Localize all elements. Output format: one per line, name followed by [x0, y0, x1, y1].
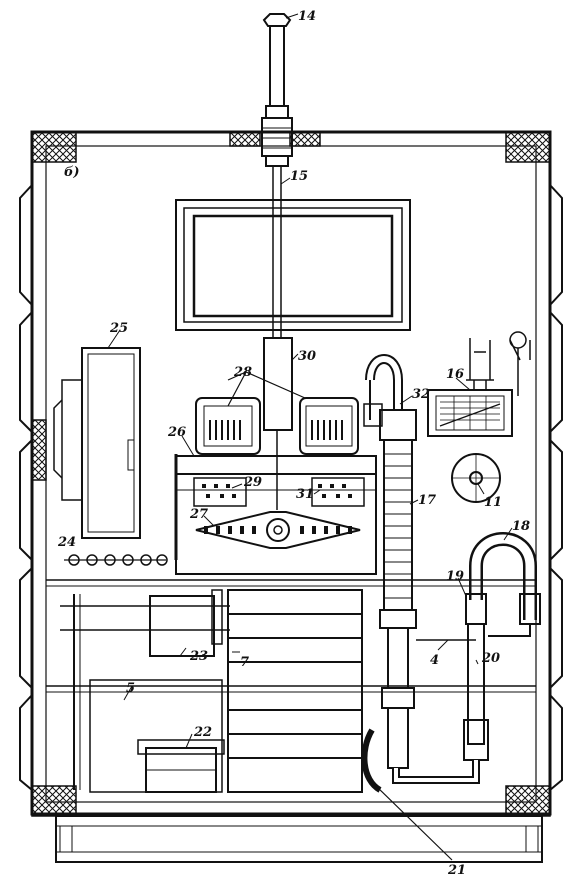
column-17 — [363, 354, 417, 769]
callout-30: 30 — [298, 349, 316, 364]
callout-4: 4 — [430, 653, 439, 668]
callout-27: 27 — [189, 507, 208, 522]
side-hatch-left — [31, 419, 47, 481]
top-hatch-right — [289, 131, 321, 147]
tank-7 — [227, 589, 363, 793]
callout-18: 18 — [512, 519, 530, 534]
callout-29: 29 — [243, 475, 262, 490]
corner-hatch-bottom-left — [31, 785, 77, 817]
callout-19: 19 — [446, 569, 464, 584]
right-door-scallops — [549, 184, 563, 791]
block-23 — [149, 589, 223, 657]
callout-5: 5 — [126, 681, 135, 696]
indicator-row-24 — [64, 554, 168, 566]
bypass-loop — [361, 532, 541, 793]
callout-14: 14 — [298, 9, 316, 24]
corner-hatch-top-right — [505, 131, 551, 163]
gauge-16 — [427, 331, 531, 437]
dial-11 — [451, 453, 501, 503]
callout-25: 25 — [109, 321, 128, 336]
piping-4 — [46, 579, 536, 790]
callout-20: 20 — [481, 651, 500, 666]
callout-11: 11 — [484, 495, 502, 510]
callout-31: 31 — [296, 487, 314, 502]
callout-21: 21 — [447, 863, 466, 878]
corner-hatch-bottom-right — [505, 785, 551, 817]
callout-7: 7 — [240, 655, 249, 670]
cylinder-30 — [263, 337, 293, 510]
callout-22: 22 — [193, 725, 212, 740]
panel-25 — [53, 347, 141, 539]
callout-26: 26 — [167, 425, 186, 440]
callout-16: 16 — [446, 367, 464, 382]
control-console — [174, 454, 377, 575]
extension-rod — [261, 13, 293, 338]
callout-15: 15 — [290, 169, 308, 184]
motor-22 — [89, 679, 225, 793]
callout-28: 28 — [233, 365, 252, 380]
corner-hatch-top-left — [31, 131, 77, 163]
callout-32: 32 — [412, 387, 430, 402]
callout-24: 24 — [57, 535, 76, 550]
cabinet-frame — [30, 130, 552, 863]
leader-lines — [107, 13, 513, 861]
callout-17: 17 — [418, 493, 436, 508]
callout-23: 23 — [189, 649, 208, 664]
top-hatch-left — [229, 131, 261, 147]
left-door-scallops — [19, 184, 33, 791]
viewing-window — [175, 199, 411, 331]
view-label: б) — [64, 165, 80, 180]
